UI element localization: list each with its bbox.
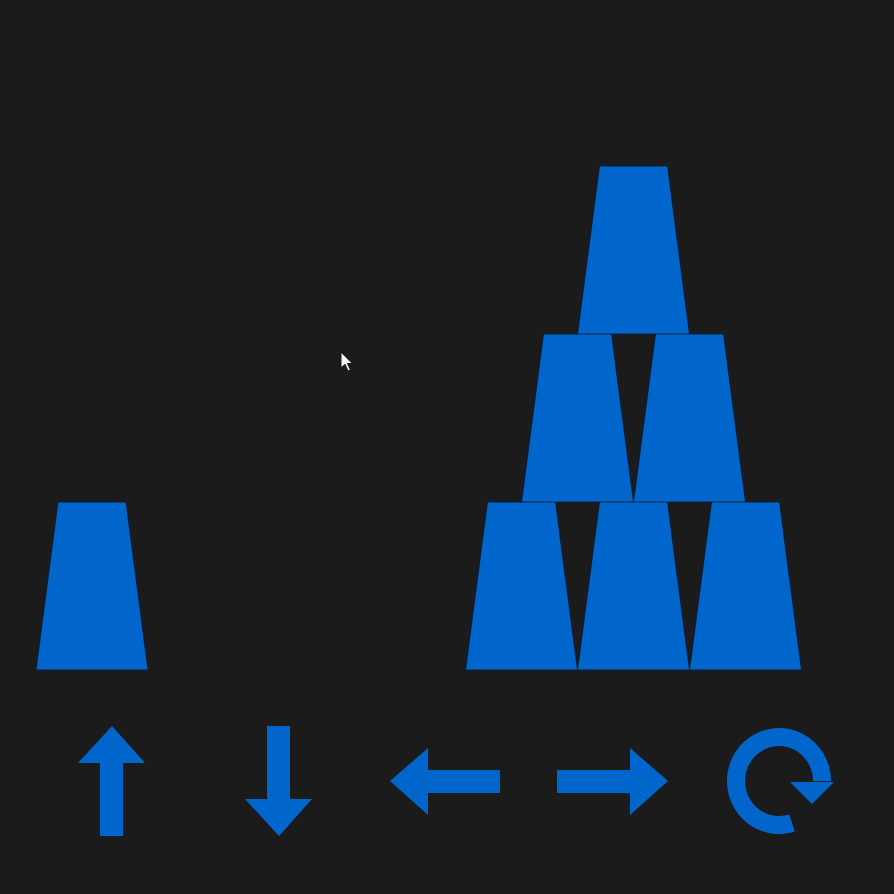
move-right-button[interactable]: [557, 748, 668, 815]
pyramid-cup[interactable]: [688, 501, 803, 671]
cup-layer: [35, 165, 803, 671]
control-bar: [78, 726, 834, 836]
arrow-right-icon: [557, 748, 668, 815]
pyramid-cup[interactable]: [576, 165, 691, 335]
move-left-button[interactable]: [390, 748, 500, 815]
arrow-down-icon: [245, 726, 312, 836]
pyramid-cup[interactable]: [464, 501, 579, 671]
pyramid-cup[interactable]: [632, 333, 747, 503]
mouse-cursor-icon: [340, 350, 354, 372]
arrow-up-icon: [78, 726, 145, 836]
loose-cup[interactable]: [35, 501, 149, 671]
move-down-button[interactable]: [245, 726, 312, 836]
rotate-button[interactable]: [727, 728, 834, 834]
arrow-left-icon: [390, 748, 500, 815]
rotate-clockwise-icon: [727, 728, 834, 834]
move-up-button[interactable]: [78, 726, 145, 836]
pyramid-cup[interactable]: [520, 333, 635, 503]
pyramid-cup[interactable]: [576, 501, 691, 671]
